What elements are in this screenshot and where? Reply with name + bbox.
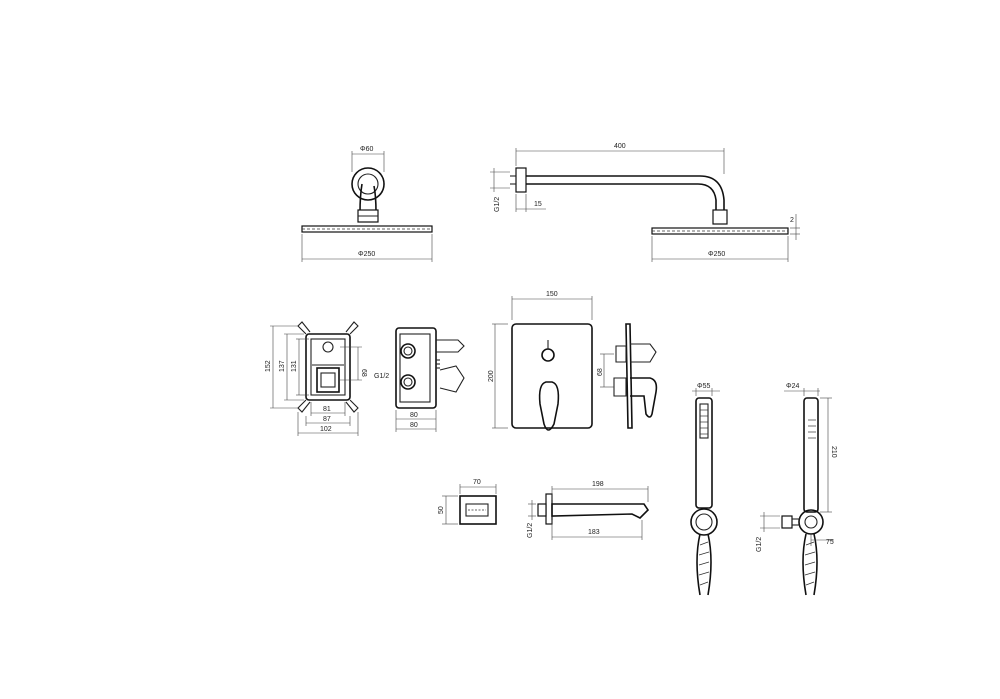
dim-arm-flange-depth: 15 (534, 201, 542, 208)
dim-box-width-mid: 87 (323, 416, 331, 423)
dim-box-height-outer: 152 (265, 360, 272, 372)
dim-holder-height: 210 (830, 446, 837, 458)
dim-box-width-outer: 102 (320, 426, 332, 433)
dim-arm-length: 400 (614, 143, 626, 150)
dim-holder-outlet-length: 75 (826, 539, 834, 546)
dim-head-side-diameter: Φ250 (708, 251, 725, 258)
holder-outlet-view: Φ24 210 G1/2 75 (756, 383, 837, 596)
dim-box-side-depth-b: 80 (410, 422, 418, 429)
cover-plate-side-view: 68 (597, 323, 658, 429)
dim-elbow-height: 50 (438, 506, 445, 514)
dim-hand-shower-diameter: Φ55 (697, 383, 710, 390)
dim-box-height-inner: 131 (291, 360, 298, 372)
wall-elbow-view: 70 50 (438, 479, 497, 525)
dim-spout-total: 198 (592, 481, 604, 488)
dim-box-side-thread: G1/2 (374, 373, 389, 380)
cover-plate-front-view: 150 200 (488, 291, 593, 431)
shower-arm-side-view: 400 G1/2 15 2 Φ250 (490, 143, 800, 262)
dim-box-side-depth-a: 80 (410, 412, 418, 419)
dim-holder-diameter: Φ24 (786, 383, 799, 390)
dim-head-thickness: 2 (790, 217, 794, 224)
shower-head-front-view: Φ60 Φ250 (301, 146, 433, 262)
bath-spout-view: 198 183 G1/2 (527, 481, 650, 540)
dim-head-diameter: Φ250 (358, 251, 375, 258)
dim-box-width-inner: 81 (323, 406, 331, 413)
dim-box-port-height: 68 (360, 369, 367, 377)
dim-holder-outlet-thread: G1/2 (756, 537, 763, 552)
dim-plate-height: 200 (488, 370, 495, 382)
dim-elbow-width: 70 (473, 479, 481, 486)
dim-arm-thread: G1/2 (494, 197, 501, 212)
concealed-box-front-view: 152 137 131 68 81 87 102 (265, 321, 367, 436)
dim-box-height-mid: 137 (279, 360, 286, 372)
dim-plate-side-height: 68 (597, 368, 604, 376)
hand-shower-view: Φ55 (690, 383, 720, 596)
dim-spout-thread: G1/2 (527, 523, 534, 538)
dim-plate-width: 150 (546, 291, 558, 298)
dim-spout-inner: 183 (588, 529, 600, 536)
concealed-box-side-view: G1/2 80 80 (374, 327, 465, 432)
dim-head-flange: Φ60 (360, 146, 373, 153)
